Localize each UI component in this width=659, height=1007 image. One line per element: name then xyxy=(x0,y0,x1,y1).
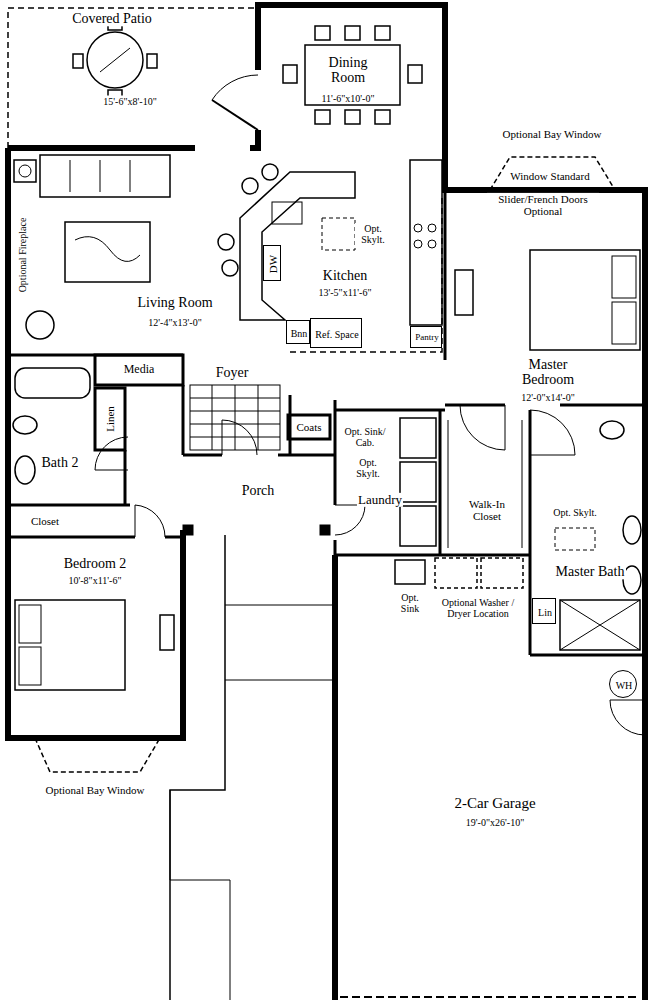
room-dimension: 11'-6"x10'-0" xyxy=(320,93,375,104)
room-area: Master Bedroom 12'-0"x14'-0" xyxy=(445,190,645,405)
annotation-text: Opt. Sink xyxy=(394,592,426,614)
room-area: Bedroom 2 10'-8"x11'-6" xyxy=(8,537,183,738)
room-area: Media xyxy=(95,355,183,385)
room-name: Bath 2 xyxy=(41,455,80,470)
room-name: Coats xyxy=(295,421,322,433)
room-name: Kitchen xyxy=(322,268,368,283)
room-name: Ref. Space xyxy=(314,329,360,340)
room-name: Walk-In Closet xyxy=(456,498,518,522)
annotation-text: Slider/French Doors Optional xyxy=(487,193,599,217)
annotation-text: Opt. Skylt. xyxy=(552,507,598,518)
room-name: Dining Room xyxy=(317,55,379,86)
room-dimension: 12'-0"x14'-0" xyxy=(520,392,575,403)
room-area: 2-Car Garage 19'-0"x26'-10" WH xyxy=(335,555,645,997)
room-area: Walk-In Closet xyxy=(440,410,530,555)
room-area: Porch xyxy=(183,455,335,530)
room-name: Pantry xyxy=(414,333,440,343)
annotation-text: Opt. Skylt. xyxy=(355,223,391,245)
room-dimension: 13'-5"x11'-6" xyxy=(317,287,372,298)
room-name: Closet xyxy=(30,515,60,527)
room-dimension: 19'-0"x26'-10" xyxy=(465,817,525,828)
room-name: DW xyxy=(267,254,279,274)
fixture-box: Ref. Space xyxy=(310,318,362,348)
annotation-text: Opt. Skylt. xyxy=(350,457,386,479)
room-name: Bnn xyxy=(290,328,309,339)
fixture-box: Bnn xyxy=(286,320,311,344)
room-name: Covered Patio xyxy=(71,11,153,26)
annotation-text: Optional Washer / Dryer Location xyxy=(432,597,524,619)
room-area: Coats xyxy=(288,415,330,439)
room-name: Linen xyxy=(104,405,116,433)
annotation-text: Optional Bay Window xyxy=(501,128,603,140)
room-dimension: 12'-4"x13'-0" xyxy=(147,317,202,328)
room-area: Closet xyxy=(8,505,130,537)
room-name: WH xyxy=(615,680,634,691)
room-name: Master Bedroom xyxy=(502,357,594,388)
annotation-text: Optional Fireplace xyxy=(17,217,28,294)
room-area: Dining Room 11'-6"x10'-0" xyxy=(258,5,445,148)
room-name: Bedroom 2 xyxy=(63,556,128,571)
annotation-text: Window Standard xyxy=(509,170,590,182)
room-name: Master Bath xyxy=(554,564,626,579)
room-area: Kitchen 13'-5"x11'-6" DW Bnn Ref. Space Pantr… xyxy=(235,150,445,350)
room-name: Laundry xyxy=(357,493,403,507)
room-name: Foyer xyxy=(215,365,250,380)
fixture-box: Pantry xyxy=(410,326,442,348)
room-area: Foyer xyxy=(183,358,288,385)
room-area: Living Room 12'-4"x13'-0" xyxy=(8,148,243,355)
room-area: Linen xyxy=(95,388,125,450)
room-area: Covered Patio 15'-6"x8'-10" xyxy=(8,8,258,148)
room-name: 2-Car Garage xyxy=(453,795,536,812)
room-area: Master BathLin xyxy=(530,410,645,655)
fixture-box: DW xyxy=(263,245,281,281)
annotation-text: Optional Bay Window xyxy=(44,784,146,796)
fixture-box: Lin xyxy=(532,598,556,624)
room-area: Bath 2 xyxy=(8,360,95,505)
room-name: Media xyxy=(123,363,156,376)
room-name: Porch xyxy=(241,483,276,498)
room-name: Lin xyxy=(537,607,553,618)
room-name: Living Room xyxy=(136,295,213,310)
annotation-text: Opt. Sink/ Cab. xyxy=(339,426,391,448)
room-dimension: 10'-8"x11'-6" xyxy=(67,575,122,586)
room-dimension: 15'-6"x8'-10" xyxy=(102,96,157,107)
fixture-box: WH xyxy=(609,670,637,698)
